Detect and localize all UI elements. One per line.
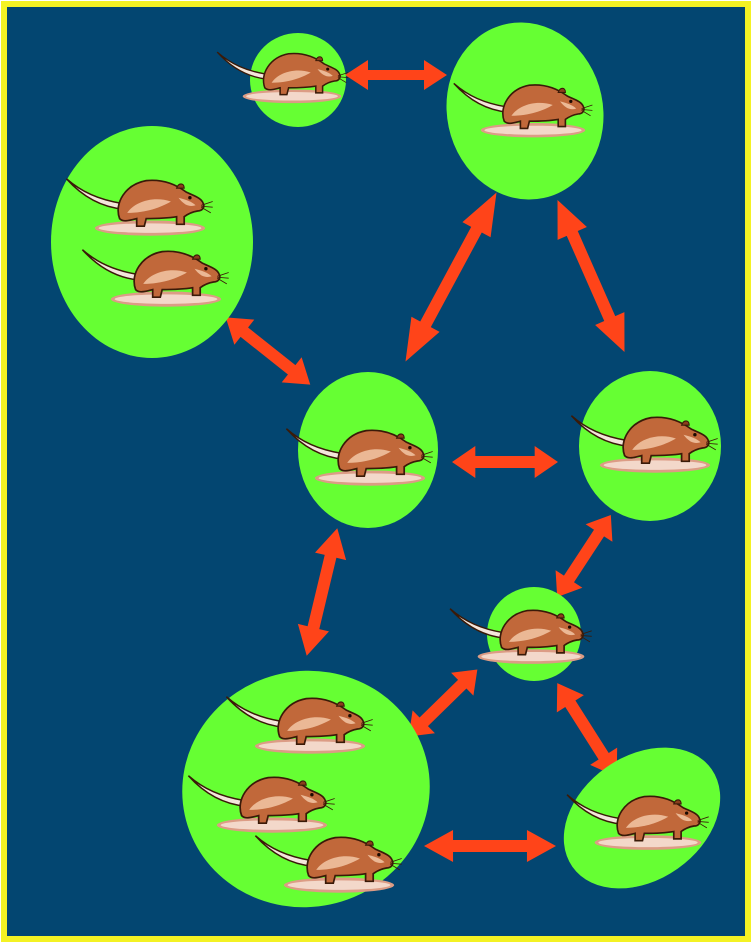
links-layer [215, 60, 640, 862]
patch-upper-left [51, 126, 253, 358]
link-arrow [345, 60, 447, 90]
